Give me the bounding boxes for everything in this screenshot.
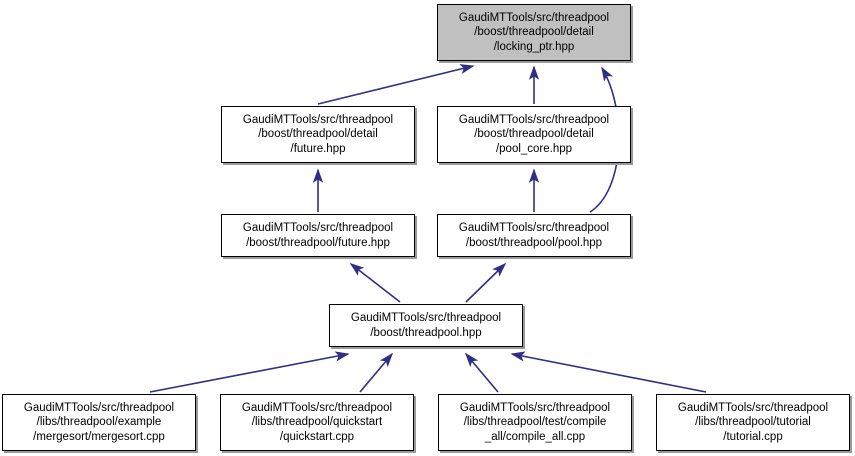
node-label-line: GaudiMTTools/src/threadpool (458, 114, 610, 127)
node-label-line: /tutorial.cpp (723, 430, 783, 443)
node-label-line: GaudiMTTools/src/threadpool (242, 222, 394, 235)
node-label-line: /quickstart.cpp (279, 430, 355, 443)
node-label-line: GaudiMTTools/src/threadpool (458, 222, 610, 235)
node-quickstart-cpp[interactable]: GaudiMTTools/src/threadpool /libs/thread… (220, 394, 414, 451)
edge-quickstart-to-threadpool (359, 352, 394, 393)
node-label-line: /future.hpp (290, 142, 346, 155)
node-label-line: GaudiMTTools/src/threadpool (459, 402, 611, 415)
node-threadpool-hpp[interactable]: GaudiMTTools/src/threadpool /boost/threa… (329, 304, 523, 347)
node-label-line: /libs/threadpool/tutorial (695, 416, 811, 429)
node-locking-ptr-hpp[interactable]: GaudiMTTools/src/threadpool /boost/threa… (437, 4, 631, 61)
node-future-hpp[interactable]: GaudiMTTools/src/threadpool /boost/threa… (221, 214, 415, 257)
node-label-line: /libs/threadpool/example (36, 416, 162, 429)
node-pool-core-hpp[interactable]: GaudiMTTools/src/threadpool /boost/threa… (437, 106, 631, 163)
node-label-line: /boost/threadpool.hpp (370, 326, 482, 339)
node-label-line: /boost/threadpool/detail (258, 128, 378, 141)
edge-tutorial-to-threadpool (510, 351, 707, 393)
node-label-line: /boost/threadpool/detail (474, 128, 594, 141)
node-label-line: GaudiMTTools/src/threadpool (677, 402, 829, 415)
edge-mergesort-to-threadpool (149, 351, 350, 393)
node-detail-future-hpp[interactable]: GaudiMTTools/src/threadpool /boost/threa… (221, 106, 415, 163)
node-label-line: GaudiMTTools/src/threadpool (23, 402, 175, 415)
node-pool-hpp[interactable]: GaudiMTTools/src/threadpool /boost/threa… (437, 214, 631, 257)
node-label-line: /libs/threadpool/test/compile (463, 416, 607, 429)
node-label-line: /libs/threadpool/quickstart (251, 416, 383, 429)
node-compile-all-cpp[interactable]: GaudiMTTools/src/threadpool /libs/thread… (438, 394, 632, 451)
node-label-line: /locking_ptr.hpp (493, 40, 575, 53)
node-mergesort-cpp[interactable]: GaudiMTTools/src/threadpool /libs/thread… (2, 394, 196, 451)
node-label-line: /boost/threadpool/detail (474, 26, 594, 39)
edge-compile_all-to-threadpool (464, 352, 499, 393)
node-label-line: /boost/threadpool/pool.hpp (465, 236, 603, 249)
node-label-line: GaudiMTTools/src/threadpool (241, 402, 393, 415)
node-label-line: _all/compile_all.cpp (484, 430, 586, 443)
edge-threadpool-to-future (349, 263, 401, 303)
node-label-line: /pool_core.hpp (495, 142, 573, 155)
node-label-line: /boost/threadpool/future.hpp (246, 236, 390, 249)
node-label-line: /mergesort/mergesort.cpp (33, 430, 165, 443)
edge-detail_future-to-locking_ptr (317, 64, 475, 105)
node-label-line: GaudiMTTools/src/threadpool (458, 12, 610, 25)
node-label-line: GaudiMTTools/src/threadpool (350, 312, 502, 325)
edge-threadpool-to-pool (465, 262, 507, 303)
node-tutorial-cpp[interactable]: GaudiMTTools/src/threadpool /libs/thread… (656, 394, 850, 451)
node-label-line: GaudiMTTools/src/threadpool (242, 114, 394, 127)
